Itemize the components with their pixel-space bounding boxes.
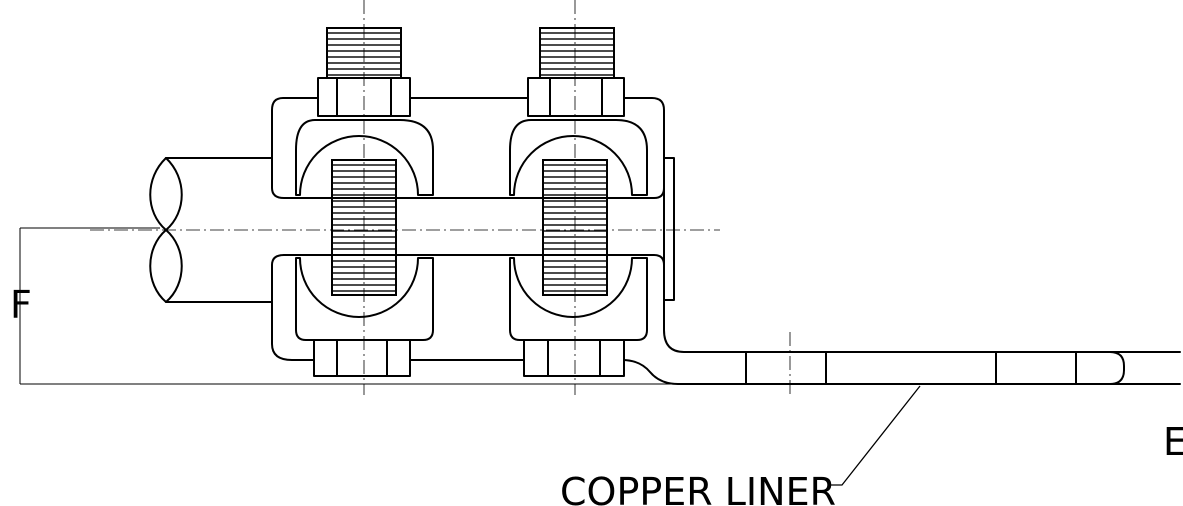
center-lines xyxy=(90,0,791,398)
dimension-e-label: E xyxy=(1163,420,1183,464)
copper-liner-leader xyxy=(828,385,921,486)
connector-body xyxy=(271,97,1181,385)
copper-liner-label: COPPER LINER xyxy=(560,470,836,506)
dimension-f-label: F xyxy=(10,283,32,327)
bolt-assembly-left xyxy=(295,27,434,377)
dimension-f xyxy=(19,227,680,385)
bolt-assembly-right xyxy=(509,27,648,377)
lug-tongue xyxy=(745,351,1125,385)
